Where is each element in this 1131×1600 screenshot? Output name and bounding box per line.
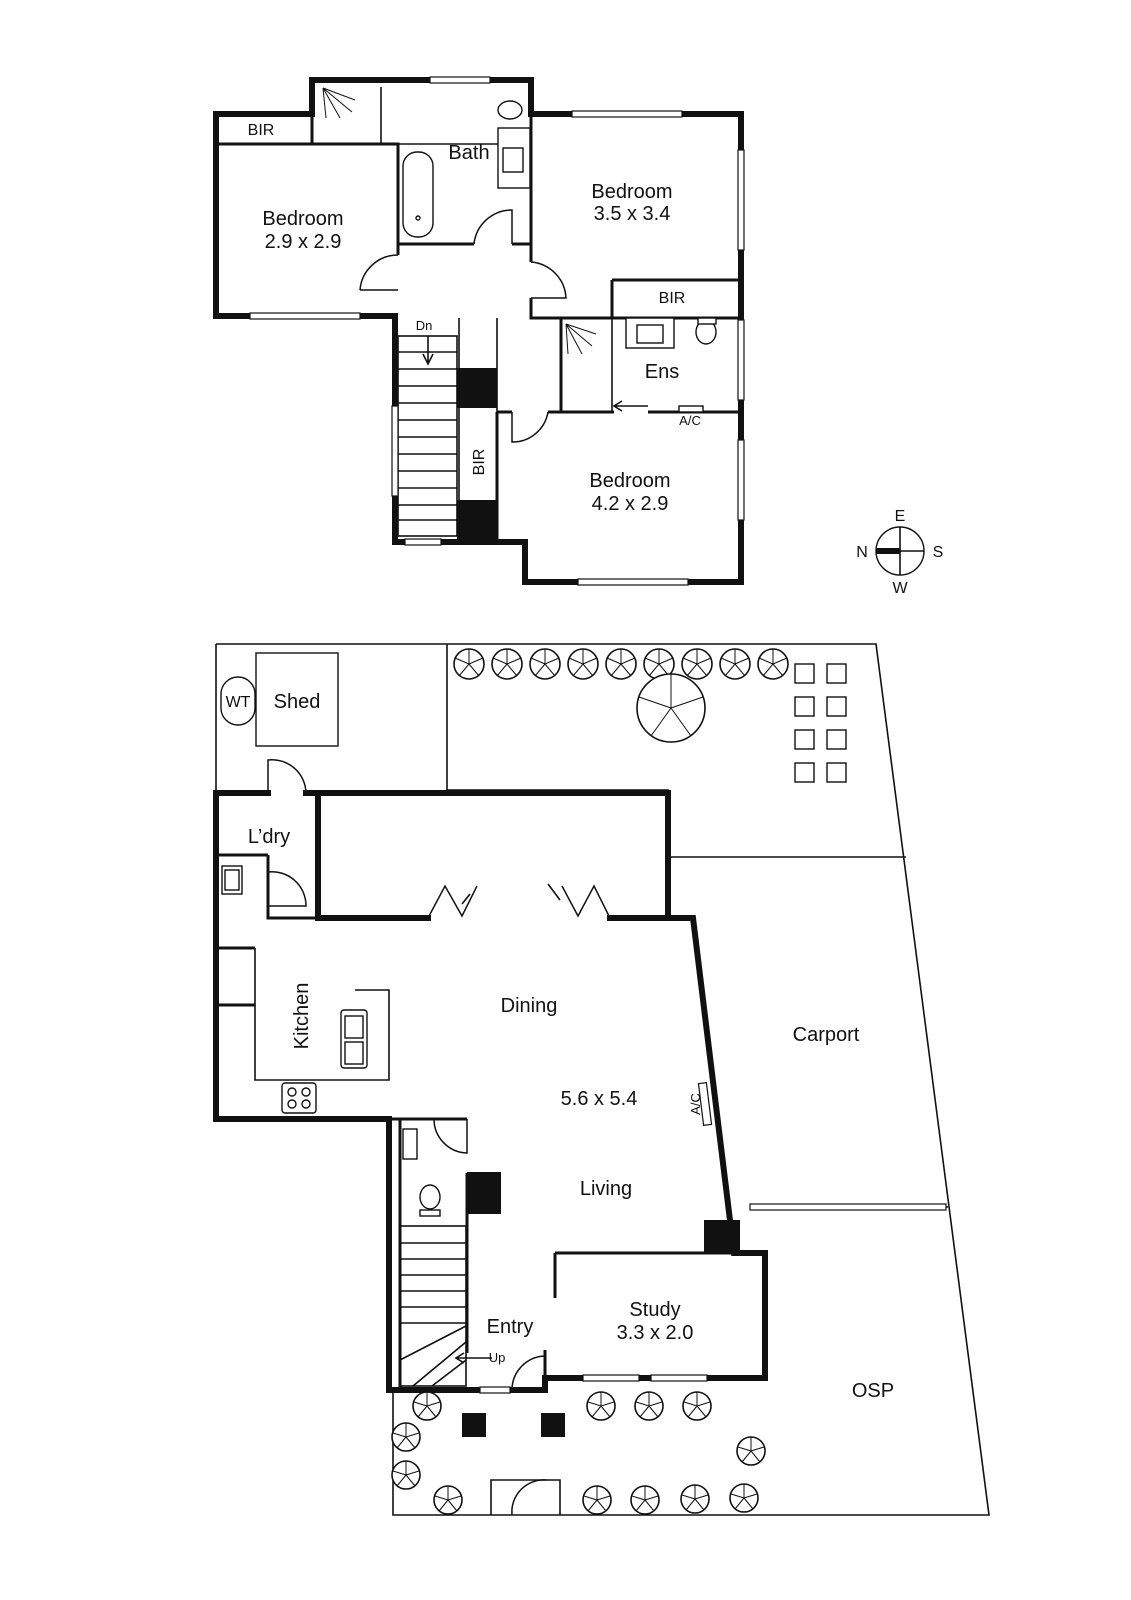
room-label-wt: WT bbox=[226, 694, 251, 711]
ac-label: A/C bbox=[679, 413, 701, 428]
room-dims-bedroom: 2.9 x 2.9 bbox=[265, 231, 342, 253]
room-dims-living: 5.6 x 5.4 bbox=[561, 1088, 638, 1110]
compass-e: E bbox=[895, 508, 906, 525]
compass-w: W bbox=[892, 580, 908, 597]
room-label-shed: Shed bbox=[274, 691, 321, 713]
room-label-kitchen: Kitchen bbox=[291, 983, 313, 1050]
room-label-carport: Carport bbox=[793, 1024, 860, 1046]
ground-floor: WT Shed L’dry Kitchen Dining 5.6 x 5.4 L… bbox=[213, 643, 990, 1516]
room-label-bedroom: Bedroom bbox=[262, 208, 343, 230]
room-label-ensuite: Ens bbox=[645, 361, 679, 383]
upper-floor: BIR Bath Bedroom 2.9 x 2.9 Bedroom 3.5 x… bbox=[213, 76, 745, 586]
room-label-bath: Bath bbox=[448, 142, 489, 164]
room-label-bir: BIR bbox=[248, 122, 275, 139]
room-label-entry: Entry bbox=[487, 1316, 534, 1338]
room-label-bir: BIR bbox=[471, 449, 488, 476]
room-label-dining: Dining bbox=[501, 995, 558, 1017]
room-label-osp: OSP bbox=[852, 1380, 894, 1402]
compass-n: N bbox=[856, 544, 868, 561]
shrubs-rear bbox=[453, 648, 789, 743]
room-dims-study: 3.3 x 2.0 bbox=[617, 1322, 694, 1344]
room-label-bedroom: Bedroom bbox=[591, 181, 672, 203]
room-label-laundry: L’dry bbox=[248, 826, 290, 848]
room-label-study: Study bbox=[629, 1299, 680, 1321]
room-dims-bedroom: 3.5 x 3.4 bbox=[594, 203, 671, 225]
ac-label: A/C bbox=[688, 1093, 703, 1115]
stairs-ground bbox=[399, 1225, 492, 1387]
shrubs-front bbox=[391, 1391, 766, 1515]
room-label-bedroom: Bedroom bbox=[589, 470, 670, 492]
stairs-upper bbox=[397, 335, 458, 537]
room-label-living: Living bbox=[580, 1178, 632, 1200]
room-dims-bedroom: 4.2 x 2.9 bbox=[592, 493, 669, 515]
room-label-bir: BIR bbox=[659, 290, 686, 307]
stair-label-up: Up bbox=[489, 1350, 506, 1365]
compass: E N S W bbox=[856, 508, 943, 597]
stair-label-down: Dn bbox=[416, 318, 433, 333]
compass-s: S bbox=[933, 544, 944, 561]
